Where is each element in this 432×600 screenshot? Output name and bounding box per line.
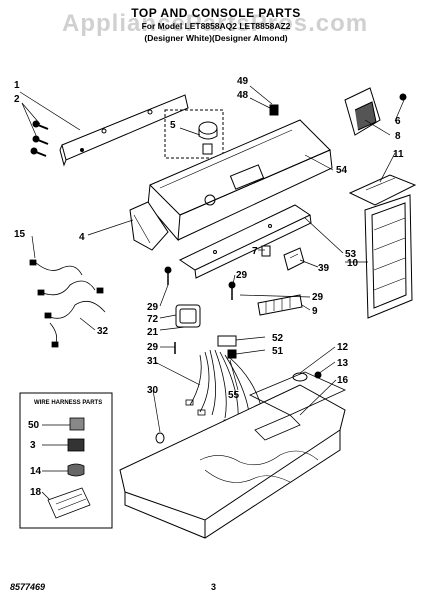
lid-switch-parts [292, 371, 322, 382]
label-51: 51 [272, 346, 284, 357]
timer-knob [164, 109, 224, 159]
label-29d: 29 [312, 292, 324, 303]
label-13: 13 [337, 358, 349, 369]
label-29c: 29 [236, 270, 248, 281]
label-49: 49 [237, 76, 249, 87]
label-29b: 29 [147, 342, 159, 353]
label-11: 11 [393, 149, 404, 160]
terminal-block [257, 294, 303, 316]
plug-30 [155, 432, 165, 444]
box-label-14: 14 [30, 466, 42, 477]
label-15: 15 [14, 229, 26, 240]
watermark: AppliancePartsPros.com [62, 10, 369, 37]
console-panel [147, 119, 333, 242]
label-31: 31 [147, 356, 159, 367]
variant-line: (Designer White)(Designer Almond) [144, 33, 288, 43]
label-4: 4 [79, 232, 85, 243]
label-12: 12 [337, 342, 349, 353]
label-53: 53 [345, 249, 357, 260]
label-72: 72 [147, 314, 159, 325]
label-10: 10 [347, 258, 359, 269]
label-8: 8 [395, 131, 401, 142]
wire-box-title: WIRE HARNESS PARTS [34, 400, 102, 406]
rear-bracket [59, 94, 189, 167]
label-2: 2 [14, 94, 20, 105]
box-label-18: 18 [30, 487, 42, 498]
label-39: 39 [318, 263, 330, 274]
right-end-cap [344, 87, 407, 136]
label-5: 5 [170, 120, 176, 131]
label-16: 16 [337, 375, 349, 386]
label-52: 52 [272, 333, 284, 344]
side-harness [29, 259, 106, 348]
label-29a: 29 [147, 302, 159, 313]
switches [261, 245, 305, 271]
wire-harness [185, 349, 263, 426]
label-9: 9 [312, 306, 318, 317]
diagram-title: TOP AND CONSOLE PARTS [131, 6, 301, 20]
label-48: 48 [237, 90, 249, 101]
label-21: 21 [147, 327, 159, 338]
top-panel [119, 371, 346, 539]
screws [30, 120, 49, 157]
screws-29 [164, 266, 236, 354]
wire-harness-box: WIRE HARNESS PARTS 50 3 14 18 [19, 392, 113, 529]
label-6: 6 [395, 116, 401, 127]
part-labels: 1 2 49 48 5 54 6 8 11 4 15 53 7 39 10 29… [14, 76, 404, 401]
label-1: 1 [14, 80, 20, 91]
model-line: For Model LET8858AQ2 LET8858AZ2 [141, 21, 291, 31]
control-housing [364, 194, 413, 319]
label-7: 7 [252, 246, 258, 257]
label-54: 54 [336, 165, 348, 176]
label-55: 55 [228, 390, 240, 401]
label-32: 32 [97, 326, 109, 337]
drawing-code: 8577469 [10, 582, 46, 592]
console-clips [269, 104, 279, 116]
console-channel [178, 204, 312, 279]
page-number: 3 [211, 582, 217, 592]
end-cap [129, 201, 169, 251]
leader-lines [19, 85, 405, 433]
box-label-3: 3 [30, 440, 36, 451]
label-30: 30 [147, 385, 159, 396]
harness-connectors [217, 335, 237, 359]
timer-motor [175, 304, 201, 328]
control-housing-top [348, 174, 417, 206]
box-label-50: 50 [28, 420, 40, 431]
